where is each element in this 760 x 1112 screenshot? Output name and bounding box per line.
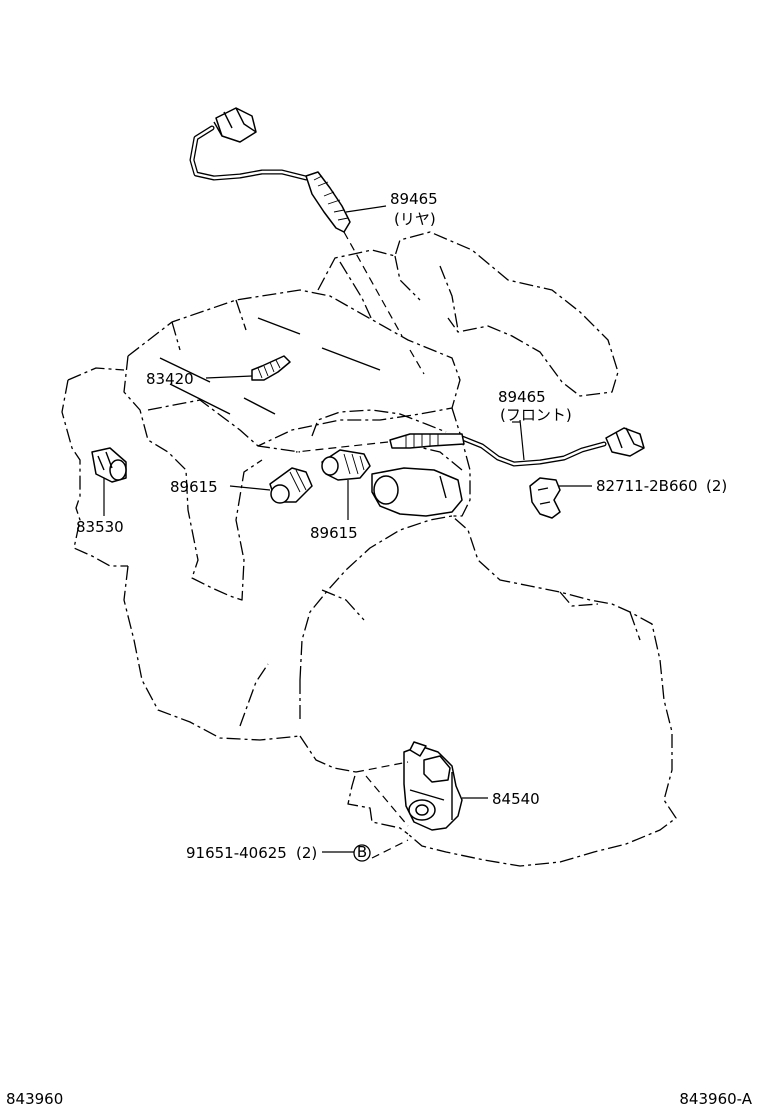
footer-code-right: 843960-A xyxy=(679,1090,752,1108)
note-rear: (リヤ) xyxy=(394,210,436,228)
dashed-guide-rear xyxy=(343,231,425,375)
dashed-guide-front xyxy=(295,441,389,453)
qty-91651: (2) xyxy=(296,844,317,862)
neutral-switch xyxy=(403,741,463,831)
label-84540: 84540 xyxy=(492,790,540,808)
dashed-guide-switch xyxy=(355,761,409,859)
o2-sensor-rear xyxy=(189,107,351,233)
switch-83530 xyxy=(91,447,127,483)
sensor-body-front xyxy=(389,433,465,449)
qty-82711: (2) xyxy=(706,477,727,495)
sensor-83420 xyxy=(251,355,291,381)
connector-front xyxy=(605,427,645,457)
sensor-body-rear xyxy=(305,171,351,233)
label-89465-front: 89465 xyxy=(498,388,546,406)
label-82711: 82711-2B660 xyxy=(596,477,698,495)
water-outlet-housing xyxy=(371,467,463,517)
knock-sensor-left xyxy=(269,467,313,504)
footer-code-left: 843960 xyxy=(6,1090,63,1108)
leader-lines xyxy=(103,205,592,853)
label-83420: 83420 xyxy=(146,370,194,388)
knock-sensor-right xyxy=(321,449,371,481)
note-front: (フロント) xyxy=(500,406,572,424)
engine-outline xyxy=(61,231,677,867)
bolt-ref-letter: B xyxy=(357,843,367,861)
label-91651: 91651-40625 xyxy=(186,844,287,862)
label-83530: 83530 xyxy=(76,518,124,536)
label-89465-rear: 89465 xyxy=(390,190,438,208)
o2-sensor-front xyxy=(389,427,645,467)
label-89615-right: 89615 xyxy=(310,524,358,542)
connector-rear xyxy=(213,107,257,143)
clamp xyxy=(529,477,561,519)
label-89615-left: 89615 xyxy=(170,478,218,496)
bolt-ref-mark: B xyxy=(353,843,371,862)
